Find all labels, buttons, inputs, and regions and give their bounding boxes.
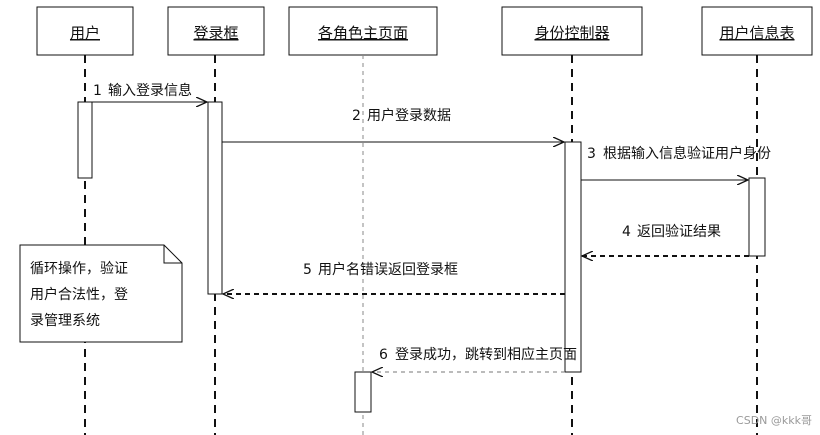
watermark: CSDN @kkk哥 [736,414,812,427]
message-1-text: 输入登录信息 [108,82,192,99]
activation-login-box [207,101,223,295]
message-1: 1 输入登录信息 [92,82,207,102]
message-5-number: 5 [303,262,312,278]
message-4-text: 返回验证结果 [637,224,721,240]
message-1-number: 1 [93,83,102,99]
message-6-number: 6 [379,347,388,363]
note-line-2: 用户合法性，登 [30,286,128,303]
note-line-1: 循环操作，验证 [30,261,128,277]
activation-identity-controller [564,141,582,373]
message-2: 2 用户登录数据 [222,107,564,142]
participant-user-table: 用户信息表 [701,6,813,56]
message-4-number: 4 [622,224,631,240]
message-2-number: 2 [352,108,361,124]
participant-user-label: 用户 [70,24,100,42]
message-3-text: 根据输入信息验证用户身份 [603,145,771,162]
message-4: 4 返回验证结果 [582,224,749,256]
participant-user: 用户 [36,6,134,56]
participant-role-pages-label: 各角色主页面 [318,24,408,42]
participant-login-box: 登录框 [167,6,265,56]
participant-user-table-label: 用户信息表 [719,24,794,42]
participant-role-pages: 各角色主页面 [288,6,438,56]
participant-login-box-label: 登录框 [193,24,238,42]
activation-role-pages [354,371,372,413]
message-5-text: 用户名错误返回登录框 [318,261,458,278]
note-line-3: 录管理系统 [30,313,100,329]
message-6-text: 登录成功，跳转到相应主页面 [395,346,577,363]
message-6: 6 登录成功，跳转到相应主页面 [372,346,577,372]
message-5: 5 用户名错误返回登录框 [223,261,565,294]
activation-user [77,101,93,179]
note: 循环操作，验证 用户合法性，登 录管理系统 [19,244,183,343]
activation-user-table [748,177,766,257]
message-3-number: 3 [587,146,596,162]
message-2-text: 用户登录数据 [367,107,451,124]
participant-identity-controller-label: 身份控制器 [534,24,609,42]
participant-identity-controller: 身份控制器 [501,6,643,56]
message-3: 3 根据输入信息验证用户身份 [581,145,771,180]
